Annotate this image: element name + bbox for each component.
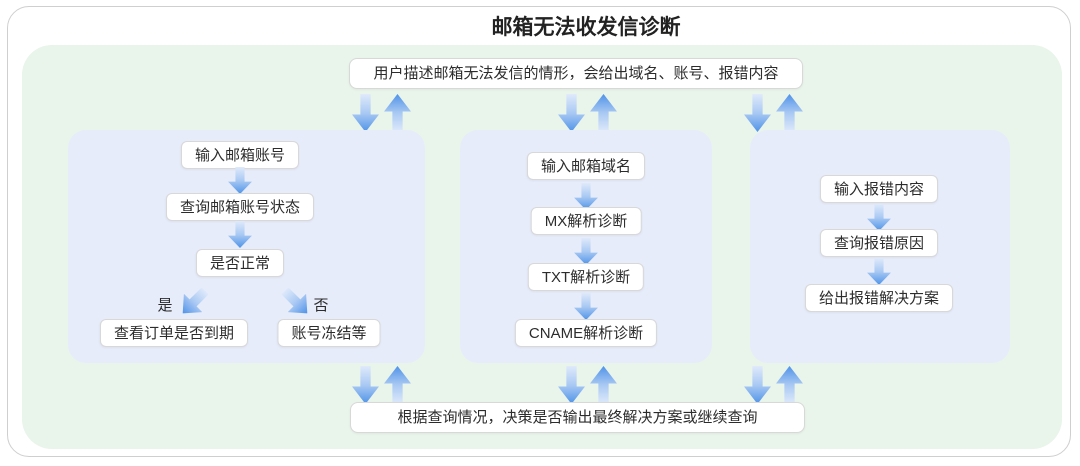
flow-node-account-frozen: 账号冻结等 (277, 319, 381, 347)
flow-node-query-account-status: 查询邮箱账号状态 (165, 193, 315, 221)
flow-node-input-domain: 输入邮箱域名 (526, 152, 646, 180)
flow-node-decision: 根据查询情况，决策是否输出最终解决方案或继续查询 (350, 402, 805, 433)
flow-node-check-order-expiry: 查看订单是否到期 (99, 319, 249, 347)
branch-yes-label: 是 (157, 297, 173, 314)
flow-node-cname-diagnosis: CNAME解析诊断 (514, 319, 658, 347)
flow-node-error-solution: 给出报错解决方案 (804, 284, 954, 312)
flow-node-txt-diagnosis: TXT解析诊断 (527, 263, 645, 291)
flow-node-mx-diagnosis: MX解析诊断 (530, 207, 642, 235)
flow-node-input-account: 输入邮箱账号 (180, 141, 300, 169)
flow-node-user-description: 用户描述邮箱无法发信的情形，会给出域名、账号、报错内容 (349, 58, 803, 89)
page-title: 邮箱无法收发信诊断 (491, 16, 681, 39)
flow-node-query-error-reason: 查询报错原因 (819, 229, 939, 257)
flow-node-input-error: 输入报错内容 (819, 175, 939, 203)
branch-no-label: 否 (313, 297, 329, 314)
flow-node-is-normal: 是否正常 (195, 249, 285, 277)
